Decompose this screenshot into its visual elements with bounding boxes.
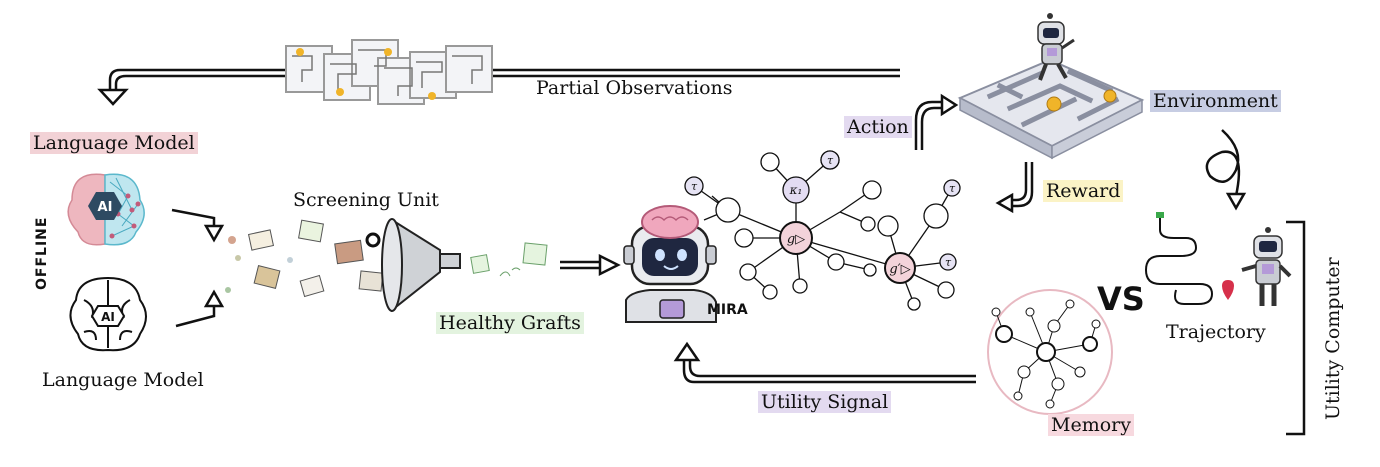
g-node-label: g▷ [787,232,805,247]
skill-graph-labels: τ τ τ τ κ₁ g▷ g′▷ [691,154,956,277]
trajectory-label: Trajectory [1166,321,1266,343]
screening-funnel-icon [365,218,461,313]
healthy-grafts-icons [470,242,548,277]
g-prime-node-label: g′▷ [889,262,910,277]
trajectory-icon [1144,212,1292,306]
memory-graph-icon [987,289,1113,415]
environment-text: Environment [1150,90,1281,112]
tau-node-label: τ [827,154,834,167]
environment-loop-arrow [1205,129,1247,211]
offline-label: OFFLINE [34,216,50,290]
grafts-to-mira-arrow [560,253,621,277]
action-arrow [914,93,959,150]
skill-graph [684,150,961,311]
utility-signal-text: Utility Signal [758,391,892,413]
reward-text: Reward [1043,180,1124,202]
utility-signal-arrow [673,341,976,384]
partial-observations-arrow [97,68,900,106]
partial-maze-tiles [285,39,493,105]
action-label: Action [844,116,912,139]
healthy-grafts-label: Healthy Grafts [436,312,584,335]
tau-node-label: τ [945,256,952,269]
utility-computer-bracket [1286,220,1306,436]
mira-robot-icon [623,205,717,323]
memory-label: Memory [1048,414,1134,437]
utility-signal-label: Utility Signal [758,391,892,414]
kappa-node-label: κ₁ [789,183,803,197]
language-model-brain-icon: AI [67,173,145,246]
action-text: Action [844,116,912,138]
vs-label: VS [1097,280,1145,318]
language-model-label: Language Model [30,132,198,155]
ai-chip-label-offline: AI [101,310,115,324]
tau-node-label: τ [691,180,698,193]
candidate-grafts [225,219,384,298]
healthy-grafts-text: Healthy Grafts [436,312,584,334]
partial-observations-label: Partial Observations [536,77,733,99]
tau-node-label: τ [949,182,956,195]
memory-text: Memory [1048,414,1134,436]
screening-unit-label: Screening Unit [293,189,439,211]
offline-language-model-brain-icon: AI [69,276,147,352]
maze-environment-icon [957,13,1145,160]
offline-language-model-label: Language Model [42,369,204,391]
reward-label: Reward [1043,180,1124,203]
utility-computer-label: Utility Computer [1322,257,1344,420]
environment-label: Environment [1150,90,1281,113]
ai-chip-label: AI [98,200,113,215]
reward-arrow [995,162,1034,214]
mira-label: MIRA [707,302,748,318]
language-model-text: Language Model [30,132,198,154]
input-arrows [171,208,225,328]
